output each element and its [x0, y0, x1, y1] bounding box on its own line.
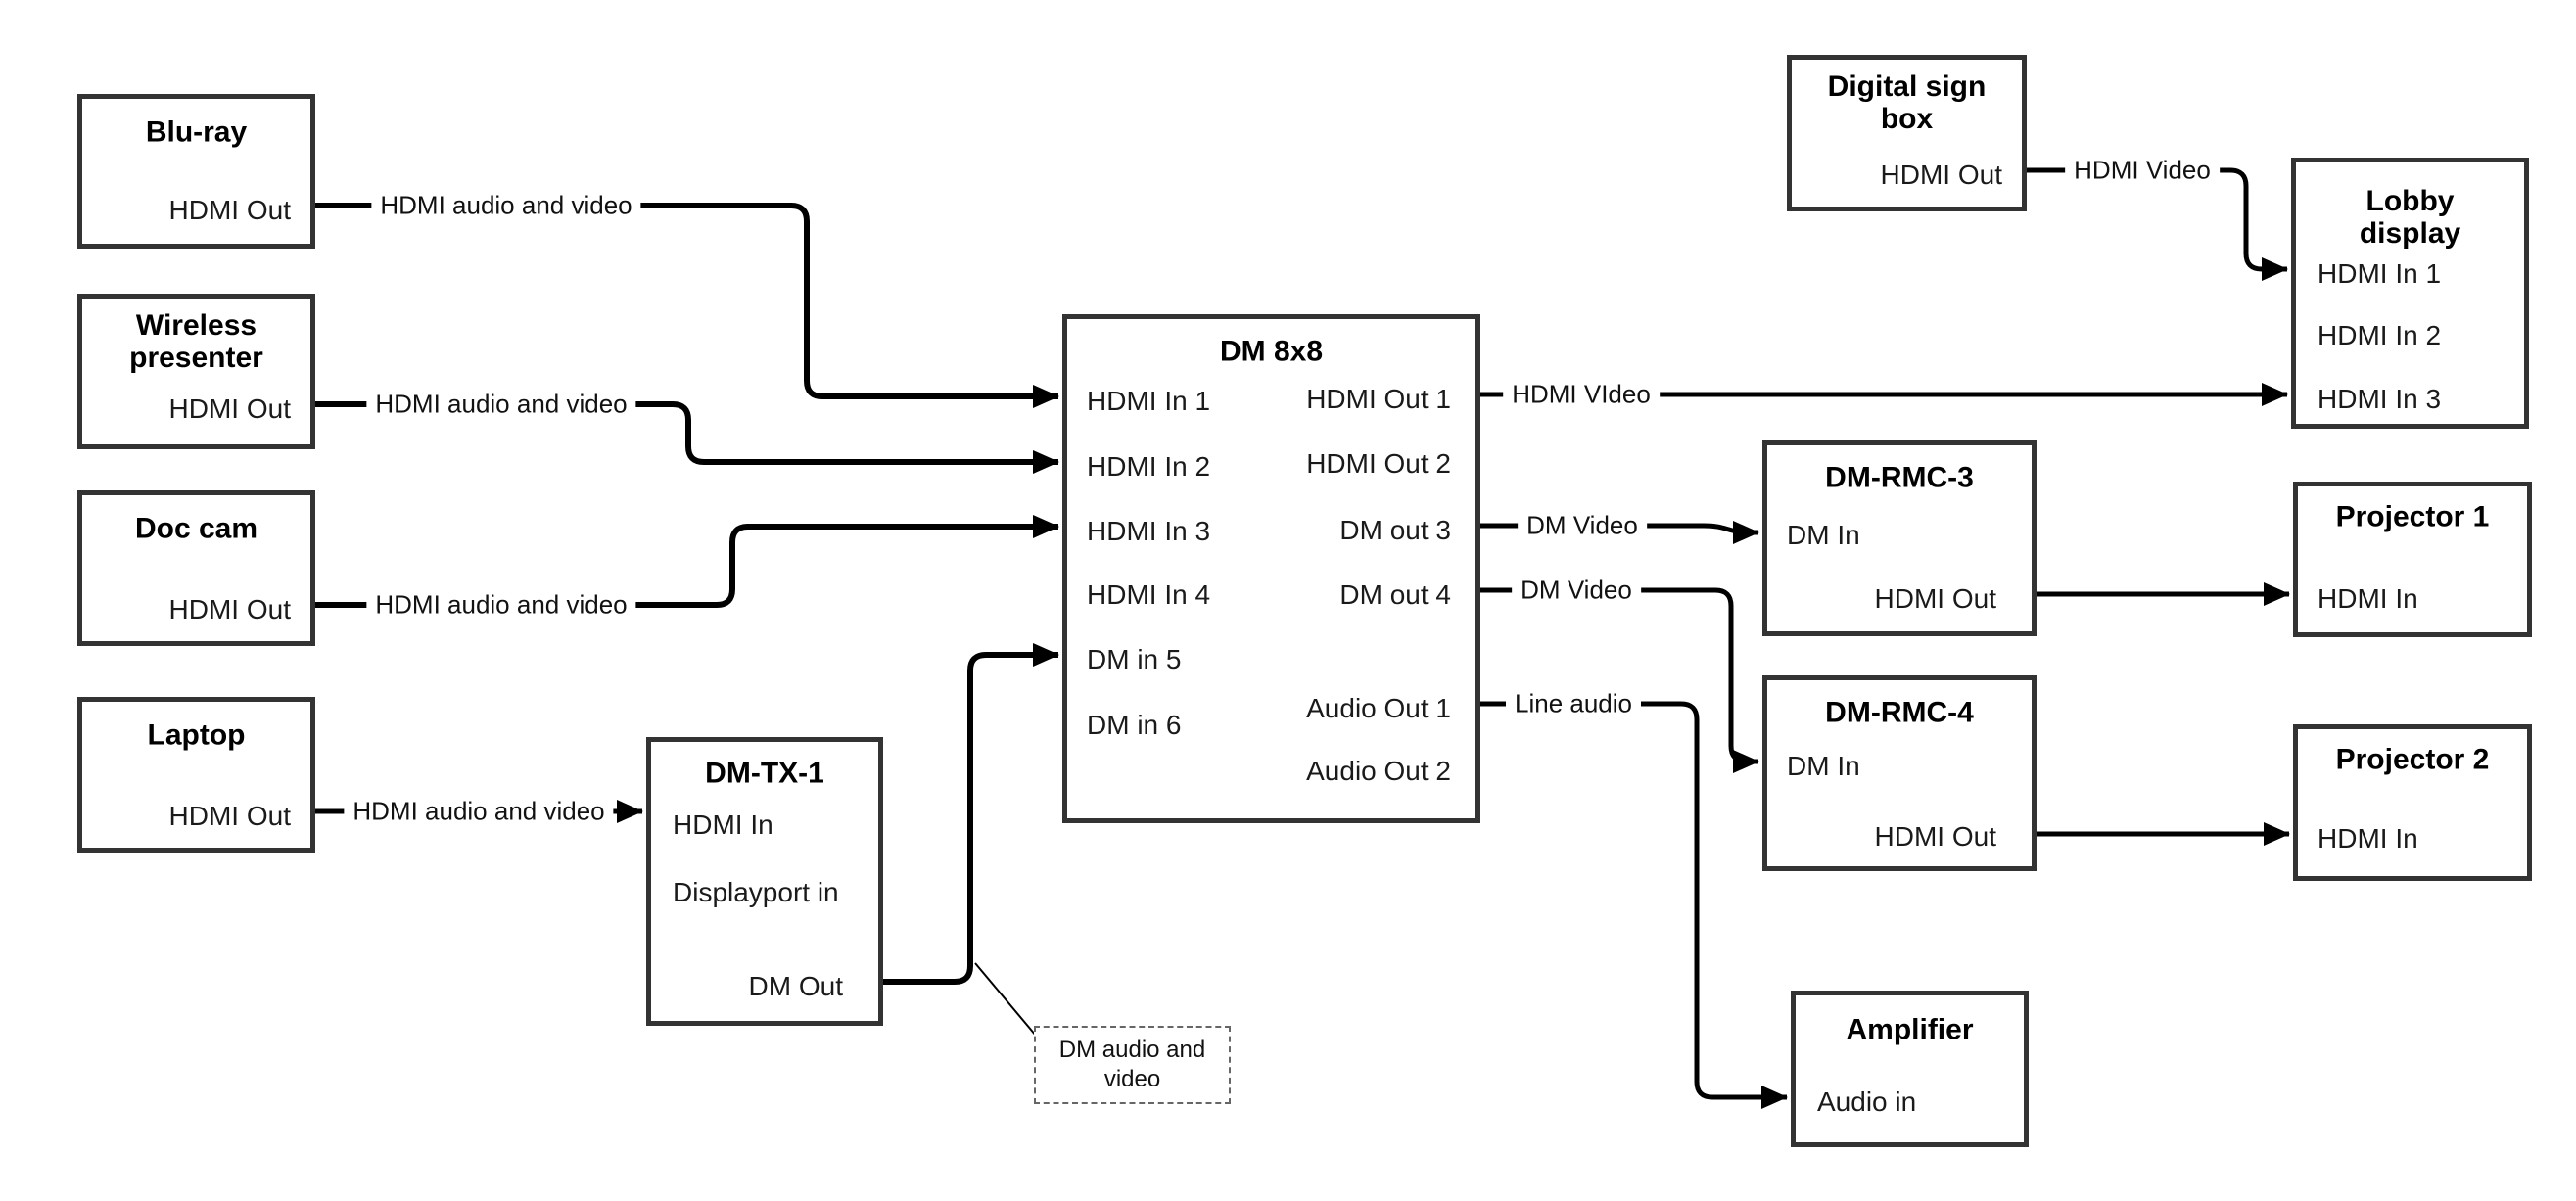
node-dm-tx-1: DM-TX-1 HDMI In Displayport in DM Out [646, 737, 883, 1026]
edge-label-hdmi-video-long: HDMI VIdeo [1503, 377, 1660, 412]
edge-digitalsign-to-lobby-in1 [2027, 167, 2288, 281]
edge-label-hdmi-audio-video-3: HDMI audio and video [366, 587, 636, 623]
edge-label-hdmi-audio-video-1: HDMI audio and video [371, 188, 641, 223]
node-wireless-presenter: Wireless presenter HDMI Out [77, 294, 315, 449]
edge-dm8x8-out4-to-dmrmc4 [1480, 587, 1759, 773]
node-digital-sign-box: Digital sign box HDMI Out [1787, 55, 2027, 211]
callout-line [974, 962, 1037, 1037]
port-dm-out-3: DM out 3 [1339, 515, 1451, 545]
port-audio-out-1: Audio Out 1 [1306, 693, 1451, 723]
edge-wireless-to-dm8x8-in2 [315, 401, 1059, 474]
port-hdmi-in: HDMI In [2318, 583, 2418, 614]
node-title: DM-RMC-4 [1825, 696, 1974, 729]
node-title: Digital sign box [1827, 70, 1987, 135]
node-amplifier: Amplifier Audio in [1791, 991, 2029, 1147]
port-hdmi-in: HDMI In [673, 809, 773, 840]
edge-dmtx1-to-dm8x8-in5 [883, 643, 1059, 985]
port-hdmi-in-3: HDMI In 3 [2318, 384, 2442, 414]
note-text: DM audio and video [1058, 1037, 1206, 1092]
port-dm-in-6: DM in 6 [1087, 710, 1182, 740]
port-dm-in: DM In [1787, 751, 1860, 781]
port-hdmi-out: HDMI Out [168, 594, 291, 624]
node-title: Lobby display [2359, 185, 2461, 250]
port-hdmi-in-2: HDMI In 2 [2318, 320, 2442, 350]
node-title: Laptop [147, 718, 246, 752]
node-title: Amplifier [1846, 1013, 1974, 1046]
port-hdmi-out: HDMI Out [1874, 821, 1996, 852]
port-audio-in: Audio in [1817, 1086, 1917, 1117]
port-hdmi-in-2: HDMI In 2 [1087, 451, 1211, 482]
node-laptop: Laptop HDMI Out [77, 697, 315, 853]
port-hdmi-out-1: HDMI Out 1 [1306, 384, 1451, 414]
node-lobby-display: Lobby display HDMI In 1 HDMI In 2 HDMI I… [2291, 158, 2529, 429]
edge-bluray-to-dm8x8-in1 [315, 203, 1059, 408]
node-title: DM 8x8 [1219, 335, 1324, 368]
port-hdmi-out-2: HDMI Out 2 [1306, 448, 1451, 479]
edge-label-dm-video-3: DM Video [1518, 508, 1647, 543]
port-hdmi-out: HDMI Out [1874, 583, 1996, 614]
node-title: DM-RMC-3 [1825, 461, 1974, 494]
node-dm-8x8: DM 8x8 HDMI In 1 HDMI In 2 HDMI In 3 HDM… [1062, 314, 1480, 823]
port-displayport-in: Displayport in [673, 877, 839, 907]
note-dm-audio-and-video: DM audio and video [1034, 1026, 1231, 1104]
node-doc-cam: Doc cam HDMI Out [77, 490, 315, 646]
node-title: Wireless presenter [129, 309, 263, 374]
port-dm-in: DM In [1787, 520, 1860, 550]
edge-label-hdmi-audio-video-4: HDMI audio and video [344, 794, 614, 829]
node-title: Projector 2 [2335, 743, 2490, 776]
edge-label-hdmi-audio-video-2: HDMI audio and video [366, 387, 636, 422]
node-dm-rmc-4: DM-RMC-4 DM In HDMI Out [1762, 675, 2037, 871]
node-projector-1: Projector 1 HDMI In [2293, 482, 2532, 637]
port-dm-in-5: DM in 5 [1087, 644, 1182, 674]
edge-label-line-audio: Line audio [1506, 686, 1641, 721]
edge-doccam-to-dm8x8-in3 [315, 515, 1059, 608]
port-hdmi-in-1: HDMI In 1 [2318, 258, 2442, 289]
edge-dm8x8-out3-to-dmrmc3 [1480, 521, 1759, 544]
node-title: Doc cam [134, 512, 258, 545]
node-title: DM-TX-1 [705, 757, 824, 790]
node-bluray: Blu-ray HDMI Out [77, 94, 315, 249]
edge-label-hdmi-video-sign: HDMI Video [2065, 153, 2220, 188]
port-dm-out: DM Out [748, 971, 843, 1001]
port-hdmi-in: HDMI In [2318, 823, 2418, 854]
port-hdmi-in-4: HDMI In 4 [1087, 579, 1211, 610]
port-hdmi-out: HDMI Out [168, 801, 291, 831]
port-hdmi-in-3: HDMI In 3 [1087, 516, 1211, 546]
node-dm-rmc-3: DM-RMC-3 DM In HDMI Out [1762, 440, 2037, 636]
edge-dm8x8-aout1-to-amplifier [1480, 701, 1788, 1109]
port-hdmi-out: HDMI Out [168, 195, 291, 225]
node-title: Projector 1 [2335, 500, 2490, 533]
port-dm-out-4: DM out 4 [1339, 579, 1451, 610]
node-projector-2: Projector 2 HDMI In [2293, 724, 2532, 881]
port-hdmi-out: HDMI Out [168, 393, 291, 424]
port-hdmi-in-1: HDMI In 1 [1087, 386, 1211, 416]
edge-label-dm-video-4: DM Video [1512, 573, 1641, 608]
node-title: Blu-ray [145, 115, 248, 149]
port-hdmi-out: HDMI Out [1880, 160, 2002, 190]
port-audio-out-2: Audio Out 2 [1306, 756, 1451, 786]
